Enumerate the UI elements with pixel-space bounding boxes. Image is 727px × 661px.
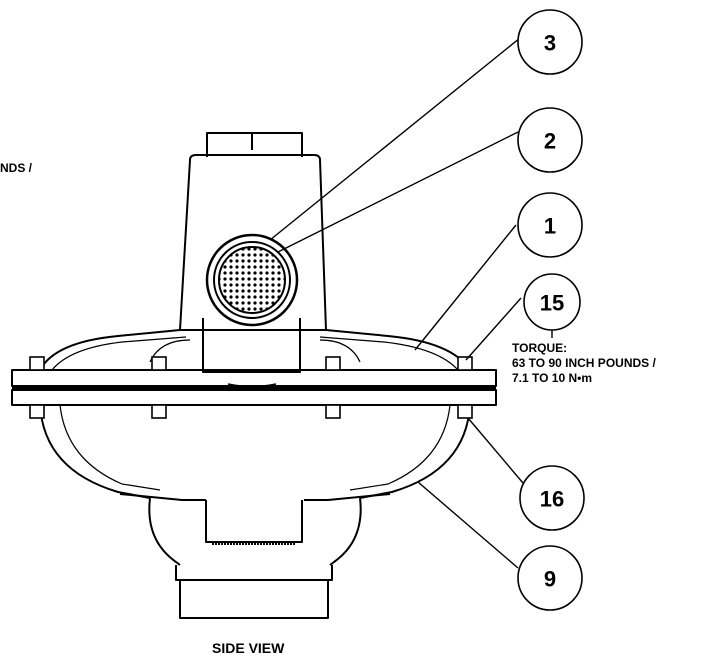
leader-2 xyxy=(277,131,519,253)
callout-3-circle xyxy=(517,9,583,75)
screen-mesh xyxy=(218,246,286,314)
valve-body xyxy=(148,497,362,566)
torque-value-inch-pounds: 63 TO 90 INCH POUNDS / xyxy=(512,356,656,370)
callout-1-label: 1 xyxy=(544,214,556,239)
lower-casing xyxy=(39,404,471,499)
callout-2-label: 2 xyxy=(544,129,556,154)
callout-2-circle xyxy=(517,107,583,173)
leader-9 xyxy=(417,481,519,569)
nut-lower-3 xyxy=(325,404,341,419)
callout-1-circle xyxy=(517,192,583,258)
torque-value-newton-meters: 7.1 TO 10 N•m xyxy=(512,371,593,385)
leader-1 xyxy=(414,224,517,351)
leader-16 xyxy=(467,417,524,484)
leader-15 xyxy=(465,297,522,361)
nut-lower-2 xyxy=(151,404,167,419)
callout-15-circle xyxy=(523,273,581,331)
lower-flange xyxy=(11,389,497,406)
bolt-upper-2 xyxy=(151,356,167,371)
leader-3 xyxy=(269,37,521,241)
callout-15-label: 15 xyxy=(540,291,564,316)
bolt-upper-3 xyxy=(325,356,341,371)
bolt-upper-1 xyxy=(29,356,45,371)
left-text-fragment: NDS / xyxy=(0,161,33,175)
upper-casing xyxy=(39,329,471,371)
torque-note: TORQUE: 63 TO 90 INCH POUNDS / 7.1 TO 10… xyxy=(512,341,656,386)
nut-lower-1 xyxy=(29,404,45,419)
callout-16-circle xyxy=(519,465,585,531)
torque-heading: TORQUE: xyxy=(512,341,568,355)
vent-outer-ring xyxy=(205,233,299,327)
callout-9-circle xyxy=(517,545,583,611)
top-boss xyxy=(206,132,303,157)
callout-3-label: 3 xyxy=(544,31,556,56)
vent-neck xyxy=(202,318,301,373)
bonnet-tower xyxy=(179,154,327,331)
callout-16-label: 16 xyxy=(540,487,564,512)
bolt-upper-4 xyxy=(457,356,473,371)
callout-9-label: 9 xyxy=(544,567,556,592)
nut-lower-4 xyxy=(457,404,473,419)
view-label: SIDE VIEW xyxy=(212,640,285,656)
vent-inner-ring xyxy=(213,241,291,319)
upper-flange xyxy=(11,369,497,387)
